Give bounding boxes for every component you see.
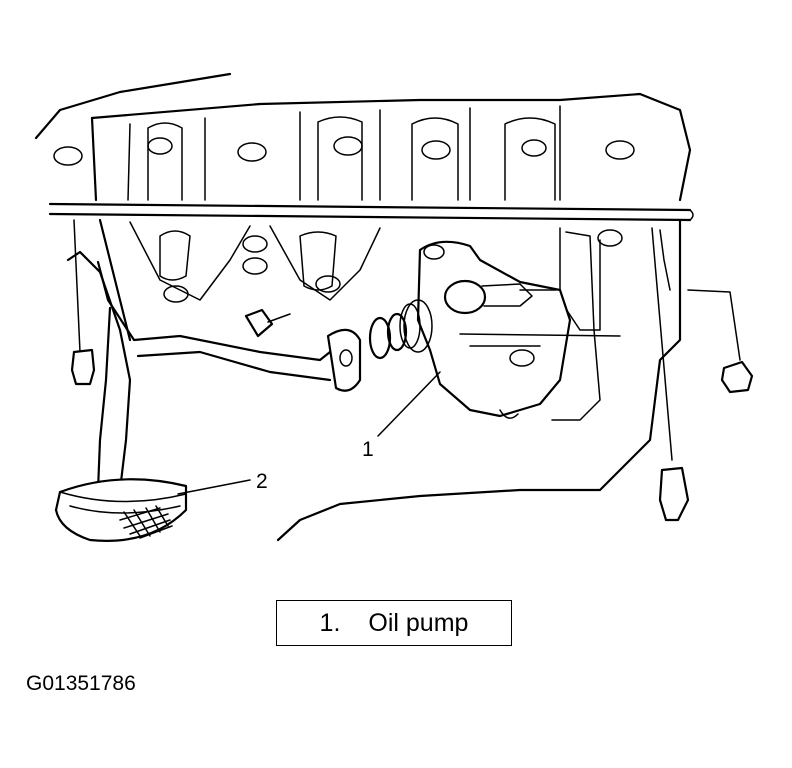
oil-pump xyxy=(368,231,621,421)
oil-pickup-tube-and-screen xyxy=(54,250,362,542)
fasteners xyxy=(70,219,754,522)
callout-2-number: 2 xyxy=(256,470,268,493)
callout-1: 1 xyxy=(362,371,441,461)
legend-box: 1. Oil pump xyxy=(276,600,512,646)
legend-number: 1. xyxy=(319,608,341,637)
engine-block xyxy=(34,72,694,542)
legend-label: Oil pump xyxy=(368,608,469,637)
callout-1-number: 1 xyxy=(362,438,374,461)
callout-2: 2 xyxy=(177,470,268,495)
figure-id: G01351786 xyxy=(26,672,136,695)
